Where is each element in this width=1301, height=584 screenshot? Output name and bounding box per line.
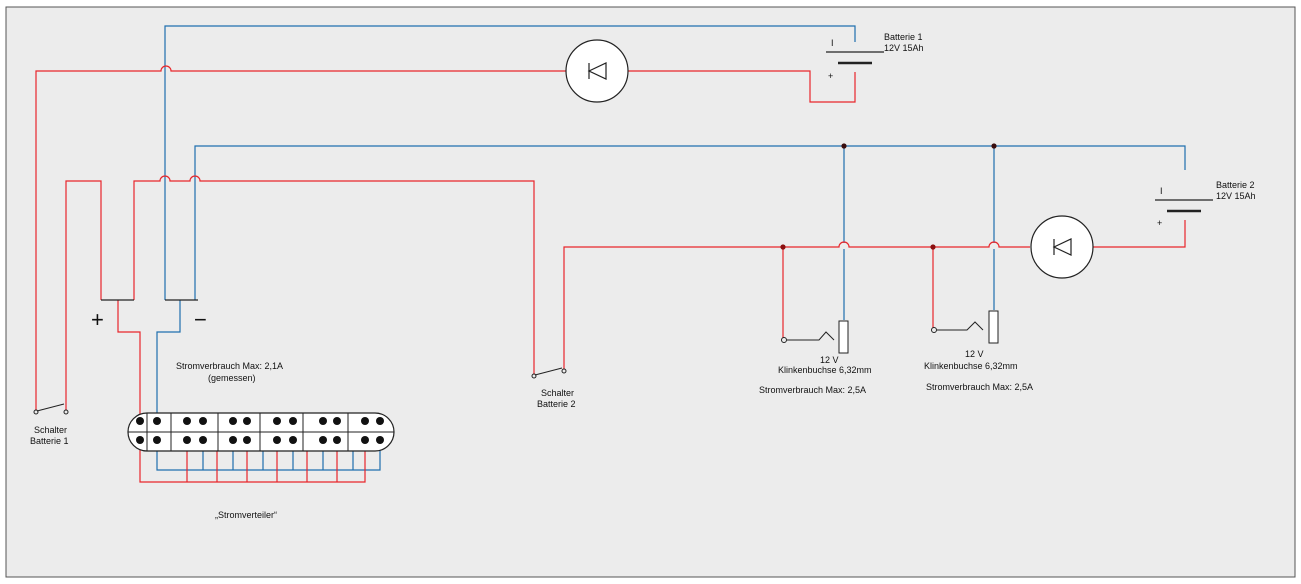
wire-plus-to-switch2 [133, 175, 535, 374]
switch1-label-line1: Schalter [34, 425, 67, 435]
jack-1 [781, 320, 849, 354]
jack1-consumption: Stromverbrauch Max: 2,5A [759, 385, 866, 395]
switch2-label-line2: Batterie 2 [537, 399, 576, 409]
switch2-label-line1: Schalter [541, 388, 574, 398]
distributor-consumption: Stromverbrauch Max: 2,1A [176, 361, 283, 371]
battery1-plus-mark: + [828, 71, 833, 81]
jack2-consumption: Stromverbrauch Max: 2,5A [926, 382, 1033, 392]
wire-plus-to-distributor [117, 300, 366, 483]
distributor-terminals [136, 417, 384, 444]
battery-1 [826, 51, 884, 65]
jack-2 [931, 310, 999, 344]
wire-switch1-to-plus [65, 180, 102, 410]
battery2-name: Batterie 2 [1216, 180, 1255, 190]
distributor-measured: (gemessen) [208, 373, 256, 383]
junction-dots [780, 143, 997, 250]
jack2-voltage: 12 V [965, 349, 984, 359]
negative-wires [156, 25, 1186, 471]
power-distributor [127, 412, 395, 452]
jack2-type: Klinkenbuchse 6,32mm [924, 361, 1018, 371]
battery2-plus-mark: + [1157, 218, 1162, 228]
wire-minus-to-distributor [156, 300, 181, 420]
wire-switch2-to-battery2 [563, 241, 1030, 370]
jack1-type: Klinkenbuchse 6,32mm [778, 365, 872, 375]
switch-battery-1 [33, 403, 69, 415]
minus-terminal-sign: − [194, 307, 207, 332]
battery2-minus-mark: I [1160, 186, 1163, 196]
wire-battery1-positive [628, 70, 856, 103]
battery1-minus-mark: I [831, 38, 834, 48]
positive-wires [35, 65, 1186, 483]
battery1-spec: 12V 15Ah [884, 43, 924, 53]
diode-2 [1030, 215, 1094, 279]
jack1-voltage: 12 V [820, 355, 839, 365]
wire-distributor-negative [156, 446, 381, 471]
wire-battery1-negative [164, 25, 856, 300]
diode-1 [565, 39, 629, 103]
switch1-label-line2: Batterie 1 [30, 436, 69, 446]
wire-negative-bus [194, 145, 1186, 300]
battery2-spec: 12V 15Ah [1216, 191, 1256, 201]
switch-battery-2 [531, 367, 567, 379]
battery1-name: Batterie 1 [884, 32, 923, 42]
battery-2 [1155, 199, 1213, 213]
plus-terminal-sign: + [91, 307, 104, 332]
diagram-background [5, 6, 1296, 578]
distributor-name: „Stromverteiler“ [215, 510, 277, 520]
